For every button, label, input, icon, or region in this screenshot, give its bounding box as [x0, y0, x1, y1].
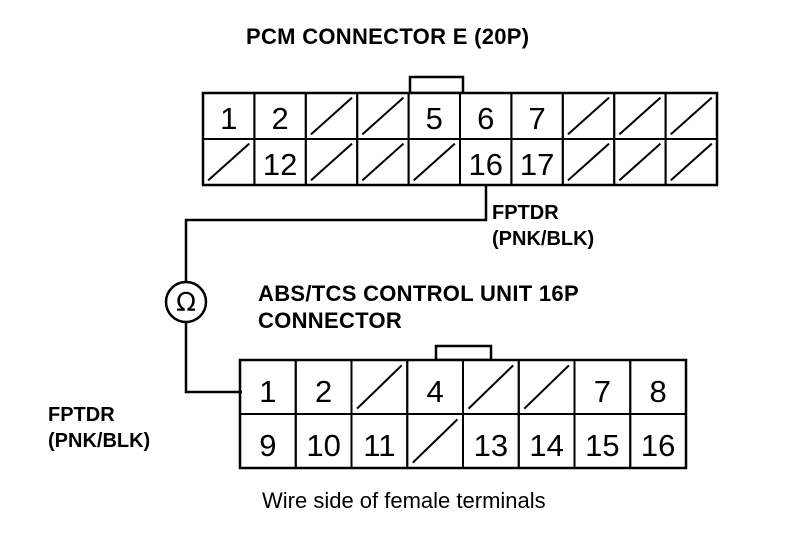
pcm-pin-label: 6	[477, 101, 494, 136]
pcm-unused-pin	[310, 142, 353, 182]
pcm-unused-pin	[361, 96, 405, 136]
pcm-unused-pin	[670, 142, 713, 182]
abs-pin-label: 13	[474, 428, 508, 463]
pcm-unused-pin	[670, 96, 713, 136]
pcm-pin-label: 7	[528, 101, 545, 136]
pcm-connector-latch	[408, 75, 465, 95]
pcm-unused-pin	[618, 142, 662, 182]
abs-pin-label: 8	[650, 374, 667, 409]
abs-pin-label: 10	[306, 428, 340, 463]
test-wire-upper	[184, 185, 488, 282]
pcm-pin-label: 17	[520, 147, 554, 182]
abs-pin-label: 11	[363, 428, 395, 463]
abs-cells: 1 2 4 7 8 9 10 11 13 14 15 16	[239, 359, 687, 469]
abs-unused-pin	[523, 364, 570, 410]
abs-pin-label: 4	[427, 374, 444, 409]
abs-unused-pin	[356, 364, 403, 410]
ohmmeter-symbol: Ω	[176, 288, 196, 318]
pcm-pin-label: 16	[468, 147, 502, 182]
abs-pin-label: 1	[259, 374, 276, 409]
abs-wire-code: FPTDR	[48, 404, 115, 426]
abs-connector-title-line1: ABS/TCS CONTROL UNIT 16P	[258, 281, 579, 306]
abs-unused-pin	[467, 364, 514, 410]
abs-pin-label: 2	[315, 374, 332, 409]
abs-pin-label: 16	[641, 428, 675, 463]
abs-pin-label: 14	[529, 428, 563, 463]
abs-unused-pin	[412, 418, 459, 464]
abs-pin-label: 7	[594, 374, 611, 409]
abs-wire-label: FPTDR (PNK/BLK)	[48, 402, 150, 454]
pcm-unused-pin	[618, 96, 662, 136]
pcm-pin-label: 12	[263, 147, 297, 182]
test-wire-lower	[184, 322, 242, 394]
pcm-unused-pin	[310, 96, 353, 136]
pcm-unused-pin	[413, 142, 456, 182]
ohmmeter-icon: Ω	[164, 280, 208, 324]
pcm-unused-pin	[207, 142, 250, 182]
abs-connector-title-line2: CONNECTOR	[258, 308, 403, 333]
abs-wire-color: (PNK/BLK)	[48, 430, 151, 452]
pcm-cell	[664, 138, 718, 186]
diagram-caption: Wire side of female terminals	[262, 488, 546, 513]
abs-cell	[629, 413, 687, 469]
abs-pin-label: 9	[259, 428, 276, 463]
pcm-pin-label: 2	[271, 101, 288, 136]
pcm-unused-pin	[567, 142, 610, 182]
abs-pin-label: 15	[585, 428, 619, 463]
pcm-wire-code: FPTDR	[492, 202, 559, 224]
pcm-unused-pin	[361, 142, 405, 182]
abs-connector-title: ABS/TCS CONTROL UNIT 16P CONNECTOR	[258, 280, 579, 334]
pcm-pin-label: 1	[220, 101, 237, 136]
abs-connector: 1 2 4 7 8 9 10 11 13 14 15 16	[238, 344, 688, 470]
abs-connector-latch	[434, 344, 493, 362]
pcm-pin-label: 5	[426, 101, 443, 136]
pcm-wire-color: (PNK/BLK)	[492, 228, 595, 250]
pcm-unused-pin	[567, 96, 610, 136]
pcm-connector-title: PCM CONNECTOR E (20P)	[246, 24, 530, 49]
pcm-wire-label: FPTDR (PNK/BLK)	[492, 200, 594, 252]
